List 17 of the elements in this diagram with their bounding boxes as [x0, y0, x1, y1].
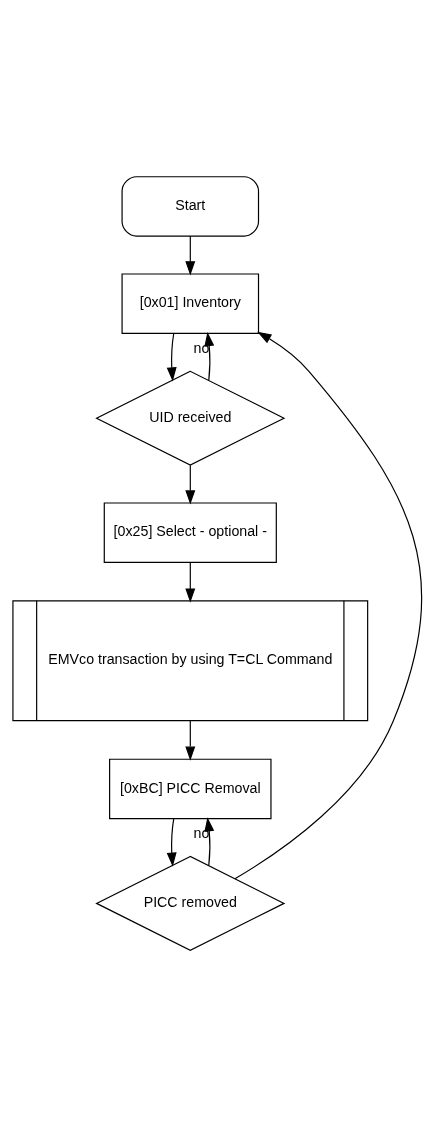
edge-label: no — [193, 339, 210, 356]
arrow — [185, 234, 196, 276]
node-diamond: PICC removed — [95, 855, 286, 951]
arrow — [204, 816, 215, 866]
arrow — [166, 817, 177, 867]
arrow — [166, 332, 177, 382]
arrow — [185, 561, 196, 603]
node-box: [0xBC] PICC Removal — [109, 758, 272, 819]
node-diamond: UID received — [95, 370, 286, 466]
edge-label: no — [193, 824, 210, 841]
arrow — [185, 719, 196, 761]
arrow — [185, 464, 196, 505]
node-box: [0x25] Select - optional - — [103, 501, 277, 563]
node-box: Start — [121, 175, 260, 237]
arrow — [234, 331, 423, 879]
node-box: [0x01] Inventory — [121, 272, 260, 334]
arrow — [204, 331, 215, 381]
